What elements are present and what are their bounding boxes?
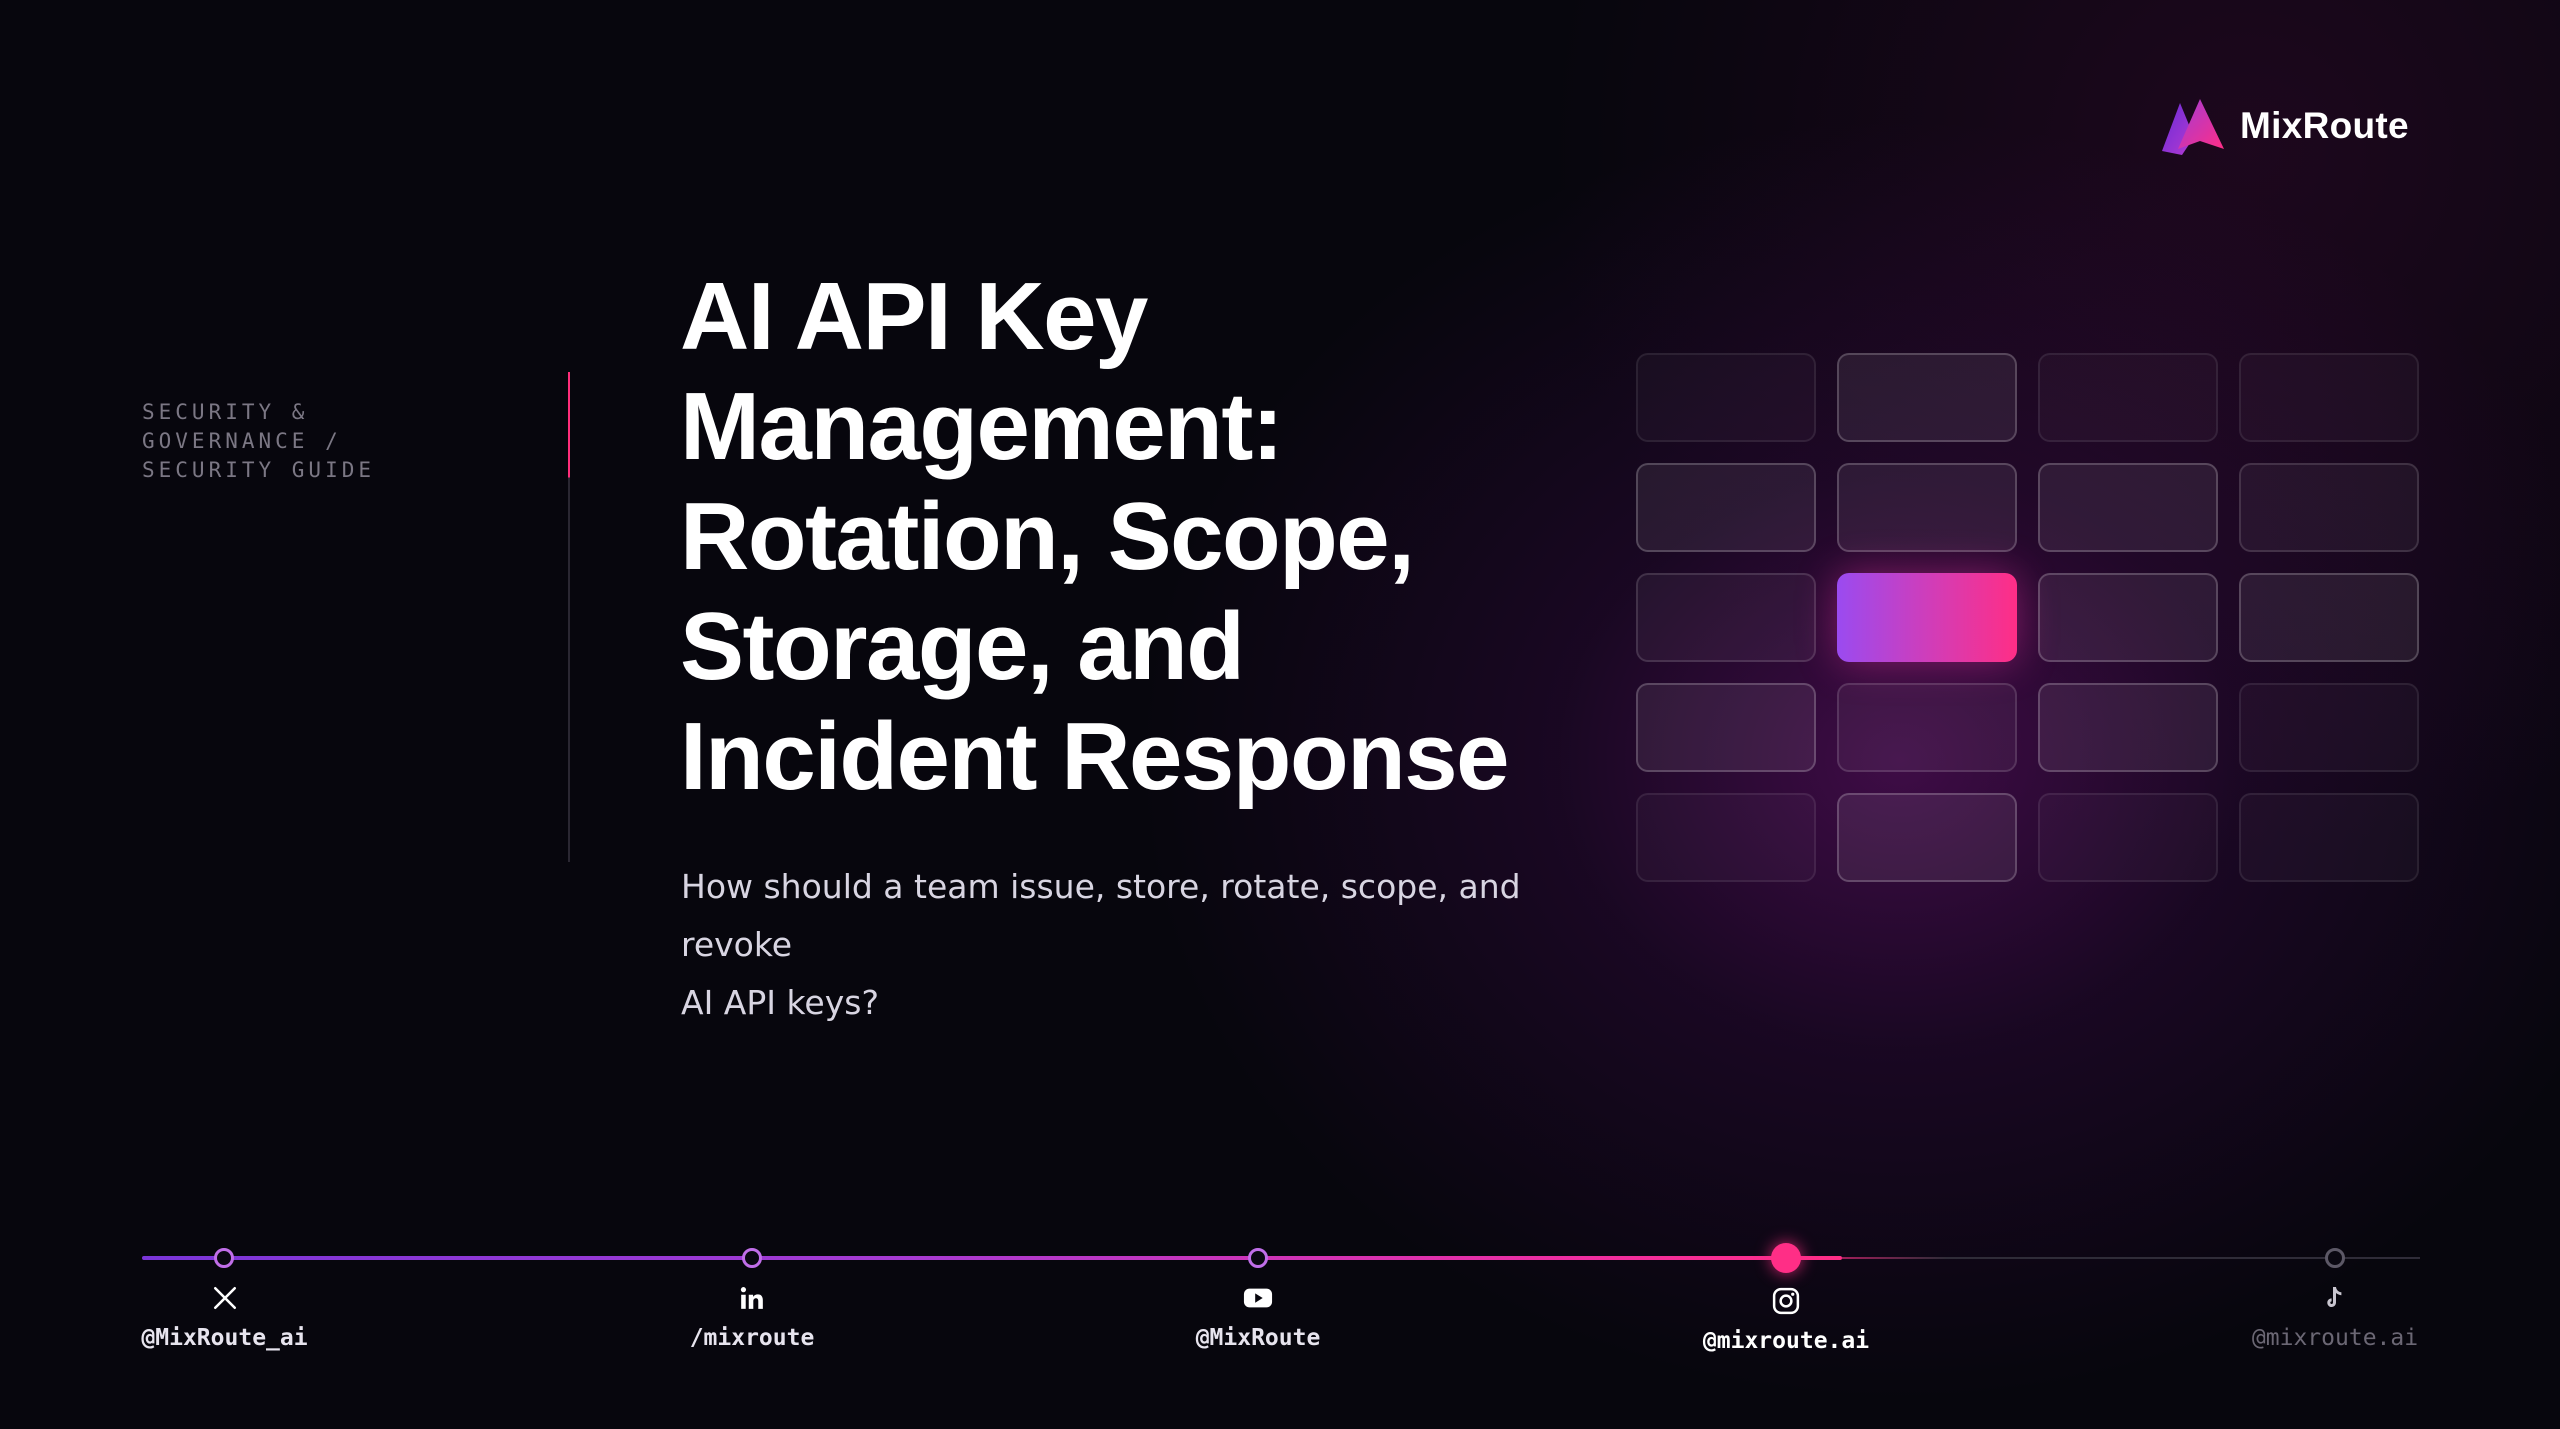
social-handle-tiktok: @mixroute.ai bbox=[2251, 1325, 2419, 1351]
subtitle-line: How should a team issue, store, rotate, … bbox=[681, 867, 1521, 964]
vertical-divider bbox=[568, 372, 570, 862]
timeline-node-instagram[interactable] bbox=[1771, 1243, 1801, 1273]
social-timeline bbox=[142, 1256, 2420, 1260]
brand-name: MixRoute bbox=[2240, 105, 2409, 146]
social-link-x[interactable]: @MixRoute_ai bbox=[141, 1283, 308, 1351]
social-link-linkedin[interactable]: /mixroute bbox=[690, 1283, 814, 1351]
key-cell bbox=[1636, 793, 1816, 882]
instagram-icon bbox=[1771, 1286, 1801, 1316]
key-cell bbox=[2038, 573, 2218, 662]
key-cell bbox=[1837, 793, 2017, 882]
key-cell bbox=[2239, 353, 2419, 442]
key-cell bbox=[1837, 353, 2017, 442]
key-cell bbox=[2038, 683, 2218, 772]
social-link-youtube[interactable]: @MixRoute bbox=[1196, 1283, 1320, 1351]
key-cell bbox=[2038, 353, 2218, 442]
key-cell bbox=[1837, 683, 2017, 772]
key-cell bbox=[2239, 463, 2419, 552]
key-cell bbox=[2038, 793, 2218, 882]
key-cell bbox=[2239, 573, 2419, 662]
brand[interactable]: MixRoute bbox=[2160, 96, 2409, 156]
breadcrumb: SECURITY & GOVERNANCE / SECURITY GUIDE bbox=[142, 398, 482, 485]
subtitle-line: AI API keys? bbox=[681, 983, 879, 1022]
social-handle-linkedin: /mixroute bbox=[689, 1325, 815, 1351]
key-cell bbox=[1837, 463, 2017, 552]
active-key-cell bbox=[1837, 573, 2017, 662]
key-cell bbox=[1636, 683, 1816, 772]
mixroute-logo-icon bbox=[2162, 99, 2224, 155]
social-link-instagram[interactable]: @mixroute.ai bbox=[1703, 1286, 1869, 1354]
key-cell bbox=[1636, 573, 1816, 662]
title-line: AI API Key bbox=[680, 263, 1148, 370]
title-line: Incident Response bbox=[680, 703, 1510, 810]
timeline-node-tiktok[interactable] bbox=[2325, 1248, 2345, 1268]
social-link-tiktok[interactable]: @mixroute.ai bbox=[2252, 1283, 2418, 1351]
timeline-progress bbox=[142, 1256, 1842, 1260]
title-line: Management: bbox=[680, 373, 1284, 480]
youtube-icon bbox=[1243, 1283, 1273, 1313]
timeline-node-x[interactable] bbox=[214, 1248, 234, 1268]
timeline-track bbox=[1842, 1257, 2420, 1259]
title-line: Storage, and bbox=[680, 593, 1245, 700]
tiktok-icon bbox=[2320, 1283, 2350, 1313]
linkedin-icon bbox=[737, 1283, 767, 1313]
key-cell bbox=[1636, 463, 1816, 552]
key-grid bbox=[1636, 353, 2420, 882]
key-cell bbox=[1636, 353, 1816, 442]
page-title: AI API Key Management: Rotation, Scope, … bbox=[680, 262, 1660, 812]
timeline-node-youtube[interactable] bbox=[1248, 1248, 1268, 1268]
breadcrumb-category: SECURITY & bbox=[142, 400, 309, 424]
social-handle-youtube: @MixRoute bbox=[1195, 1325, 1321, 1351]
key-cell bbox=[2038, 463, 2218, 552]
x-icon bbox=[210, 1283, 240, 1313]
timeline-node-linkedin[interactable] bbox=[742, 1248, 762, 1268]
page-subtitle: How should a team issue, store, rotate, … bbox=[681, 858, 1601, 1032]
social-handle-x: @MixRoute_ai bbox=[141, 1325, 308, 1351]
title-line: Rotation, Scope, bbox=[680, 483, 1415, 590]
key-cell bbox=[2239, 683, 2419, 772]
breadcrumb-section: SECURITY GUIDE bbox=[142, 458, 376, 482]
key-cell bbox=[2239, 793, 2419, 882]
breadcrumb-category-cont: GOVERNANCE / bbox=[142, 429, 342, 453]
social-handle-instagram: @mixroute.ai bbox=[1702, 1328, 1870, 1354]
